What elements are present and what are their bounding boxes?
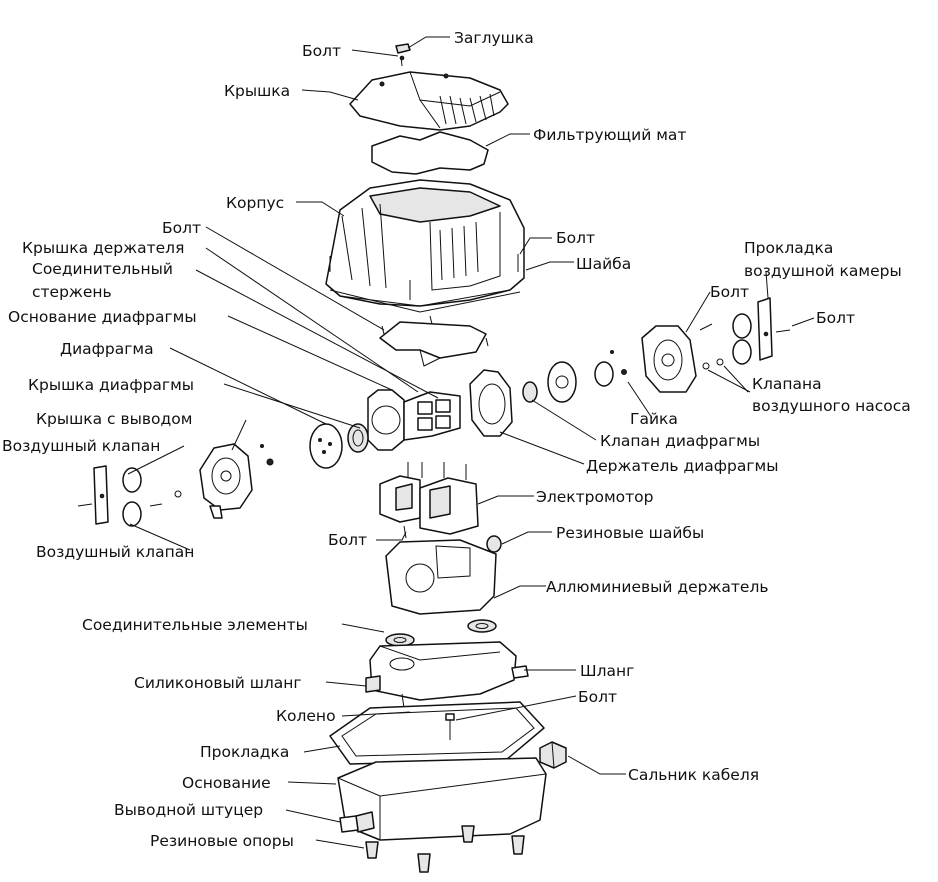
label-diaphragm-valve: Клапан диафрагмы	[600, 432, 760, 450]
label-bolt-right3: Болт	[816, 309, 855, 327]
label-rubber-washers: Резиновые шайбы	[556, 524, 704, 542]
label-gasket-line2: воздушной камеры	[744, 262, 902, 280]
label-bolt-top: Болт	[302, 42, 341, 60]
label-korpus: Корпус	[226, 194, 284, 212]
label-diaphragm-base: Основание диафрагмы	[8, 308, 197, 326]
label-outlet-cover: Крышка с выводом	[36, 410, 192, 428]
leader-lines	[127, 36, 815, 849]
gasket-part	[329, 701, 545, 765]
label-bolt-mid: Болт	[328, 531, 367, 549]
label-diaphragm-cover: Крышка диафрагмы	[28, 376, 194, 394]
label-outlet-fitting: Выводной штуцер	[114, 801, 263, 819]
chamber-block-part	[365, 641, 529, 709]
label-kryshka: Крышка	[224, 82, 290, 100]
cable-gland-part	[539, 741, 567, 769]
label-bolt-right1: Болт	[556, 229, 595, 247]
label-zaglushka: Заглушка	[454, 29, 534, 47]
label-elbow: Колено	[276, 707, 336, 725]
label-rod-line2: стержень	[32, 283, 112, 301]
label-air-valve2: Воздушный клапан	[36, 543, 194, 561]
aluminium-holder-part	[385, 535, 502, 615]
label-cable-gland: Сальник кабеля	[628, 766, 759, 784]
holder-cover-part	[379, 315, 489, 367]
label-connectors: Соединительные элементы	[82, 616, 308, 634]
diaphragm-holder-right-part	[469, 350, 627, 437]
label-rubber-feet: Резиновые опоры	[150, 832, 294, 850]
outlet-cover-part	[199, 443, 274, 519]
label-washer: Шайба	[576, 255, 631, 273]
diaphragm-base-part	[367, 389, 461, 451]
label-pump-valve-line1: Клапана	[752, 375, 822, 393]
label-pump-valve-line2: воздушного насоса	[752, 397, 911, 415]
label-nut: Гайка	[630, 410, 678, 428]
label-motor: Электромотор	[536, 488, 654, 506]
label-diaphragm-holder: Держатель диафрагмы	[586, 457, 778, 475]
label-gasket: Прокладка	[200, 743, 289, 761]
label-rod-line1: Соединительный	[32, 260, 173, 278]
cap-plug-part	[395, 43, 411, 67]
label-bolt-low: Болт	[578, 688, 617, 706]
label-air-valve1: Воздушный клапан	[2, 437, 160, 455]
diaphragm-left-part	[309, 423, 369, 469]
label-silicone-hose: Силиконовый шланг	[134, 674, 302, 692]
label-gasket-line1: Прокладка	[744, 239, 833, 257]
label-filter-mat: Фильтрующий мат	[533, 126, 686, 144]
rubber-feet-part	[365, 825, 525, 873]
filter-mat-part	[371, 131, 489, 175]
air-valve-left-part	[77, 465, 182, 527]
electromotor-part	[379, 462, 479, 539]
label-base: Основание	[182, 774, 271, 792]
air-chamber-right-part	[641, 297, 791, 393]
label-hose: Шланг	[580, 662, 634, 680]
top-cover-part	[349, 71, 509, 131]
housing-part	[325, 179, 525, 313]
label-bolt-left1: Болт	[162, 219, 201, 237]
base-part	[337, 757, 547, 841]
label-bolt-right2: Болт	[710, 283, 749, 301]
label-holder-cover: Крышка держателя	[22, 239, 184, 257]
label-diaphragm: Диафрагма	[60, 340, 154, 358]
label-al-holder: Аллюминиевый держатель	[546, 578, 769, 596]
